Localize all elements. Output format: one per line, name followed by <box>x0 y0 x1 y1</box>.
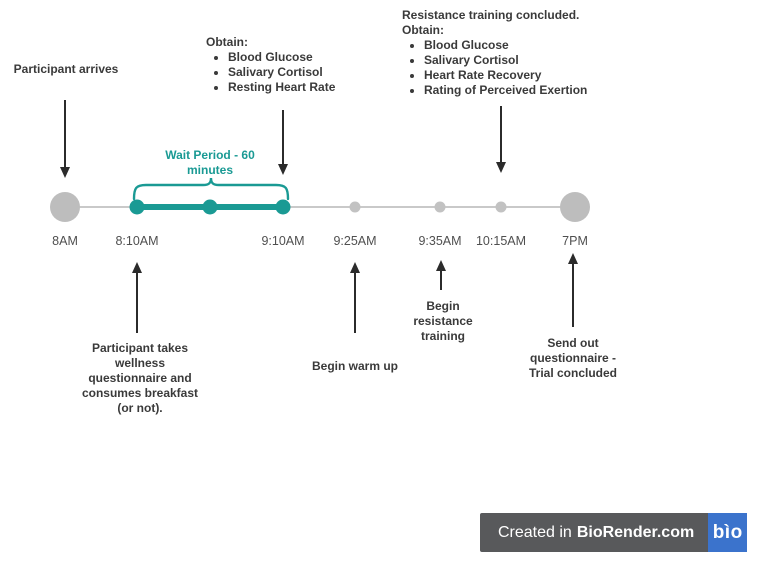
time-label-935am: 9:35AM <box>418 234 462 248</box>
timeline-point-935am <box>434 201 446 213</box>
arrow-line-wellness <box>136 273 138 333</box>
timeline-point-7pm <box>560 192 590 222</box>
label-obtain-910: Obtain: Blood GlucoseSalivary CortisolRe… <box>206 35 376 95</box>
timeline-point-810am <box>129 199 145 215</box>
obtain-910-item: Salivary Cortisol <box>228 65 376 80</box>
arrow-line-obtain-910 <box>282 110 284 164</box>
arrow-line-obtain-1015 <box>500 106 502 162</box>
down-arrow-icon <box>60 167 70 178</box>
down-arrow-icon <box>496 162 506 173</box>
biorender-logo-icon[interactable]: bìo <box>708 513 748 552</box>
obtain-910-title: Obtain: <box>206 35 248 49</box>
time-label-7pm: 7PM <box>562 234 588 248</box>
up-arrow-icon <box>132 262 142 273</box>
label-obtain-1015: Resistance training concluded. Obtain: B… <box>402 8 632 98</box>
obtain-1015-item: Heart Rate Recovery <box>424 68 632 83</box>
time-label-925am: 9:25AM <box>333 234 377 248</box>
up-arrow-icon <box>350 262 360 273</box>
timeline-point-1015am <box>495 201 507 213</box>
time-label-8am: 8AM <box>52 234 78 248</box>
timeline-axis <box>65 206 575 208</box>
obtain-1015-line1: Resistance training concluded. <box>402 8 580 22</box>
timeline-point-910am <box>275 199 291 215</box>
arrow-line-send-out <box>572 264 574 327</box>
label-wait-period: Wait Period - 60 minutes <box>165 148 255 177</box>
arrow-line-participant-arrives <box>64 100 66 167</box>
wait-period-brace <box>132 177 290 201</box>
obtain-1015-item: Rating of Perceived Exertion <box>424 83 632 98</box>
label-send-out-questionnaire: Send out questionnaire - Trial concluded <box>528 336 618 380</box>
label-wellness-questionnaire: Participant takes wellness questionnaire… <box>81 341 199 415</box>
up-arrow-icon <box>436 260 446 271</box>
biorender-badge-text[interactable]: Created in BioRender.com <box>480 513 709 552</box>
obtain-1015-list: Blood GlucoseSalivary CortisolHeart Rate… <box>402 38 632 98</box>
obtain-910-item: Resting Heart Rate <box>228 80 376 95</box>
label-begin-warm-up: Begin warm up <box>311 359 398 373</box>
obtain-910-item: Blood Glucose <box>228 50 376 65</box>
time-label-910am: 9:10AM <box>261 234 305 248</box>
badge-brand: BioRender.com <box>576 523 695 541</box>
arrow-line-warm-up <box>354 273 356 333</box>
obtain-1015-item: Blood Glucose <box>424 38 632 53</box>
timeline-point-midwait <box>202 199 218 215</box>
up-arrow-icon <box>568 253 578 264</box>
label-begin-resistance-training: Begin resistance training <box>413 299 473 343</box>
timeline-point-8am <box>50 192 80 222</box>
down-arrow-icon <box>278 164 288 175</box>
time-label-1015am: 10:15AM <box>475 234 527 248</box>
obtain-910-list: Blood GlucoseSalivary CortisolResting He… <box>206 50 376 95</box>
arrow-line-resistance <box>440 271 442 290</box>
biorender-badge[interactable]: Created in BioRender.com bìo <box>480 513 748 552</box>
timeline-point-925am <box>349 201 361 213</box>
label-participant-arrives: Participant arrives <box>13 62 119 76</box>
obtain-1015-line2: Obtain: <box>402 23 444 37</box>
time-label-810am: 8:10AM <box>115 234 159 248</box>
badge-prefix: Created in <box>498 523 572 541</box>
obtain-1015-item: Salivary Cortisol <box>424 53 632 68</box>
